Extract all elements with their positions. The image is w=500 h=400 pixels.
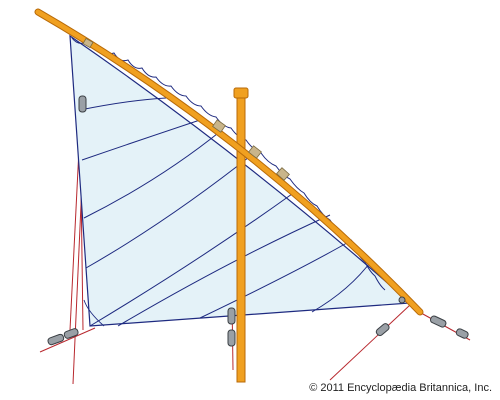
block	[429, 315, 447, 328]
block	[78, 95, 87, 113]
yard-lashings	[82, 37, 290, 181]
copyright-notice: © 2011 Encyclopædia Britannica, Inc.	[309, 382, 492, 394]
block	[375, 323, 390, 337]
block	[227, 307, 236, 325]
yard	[34, 8, 424, 316]
rigging-blocks	[47, 95, 469, 347]
block	[398, 296, 406, 304]
block	[63, 328, 79, 339]
block	[227, 329, 236, 347]
mast	[233, 87, 249, 383]
block	[455, 328, 469, 339]
block	[47, 333, 65, 346]
